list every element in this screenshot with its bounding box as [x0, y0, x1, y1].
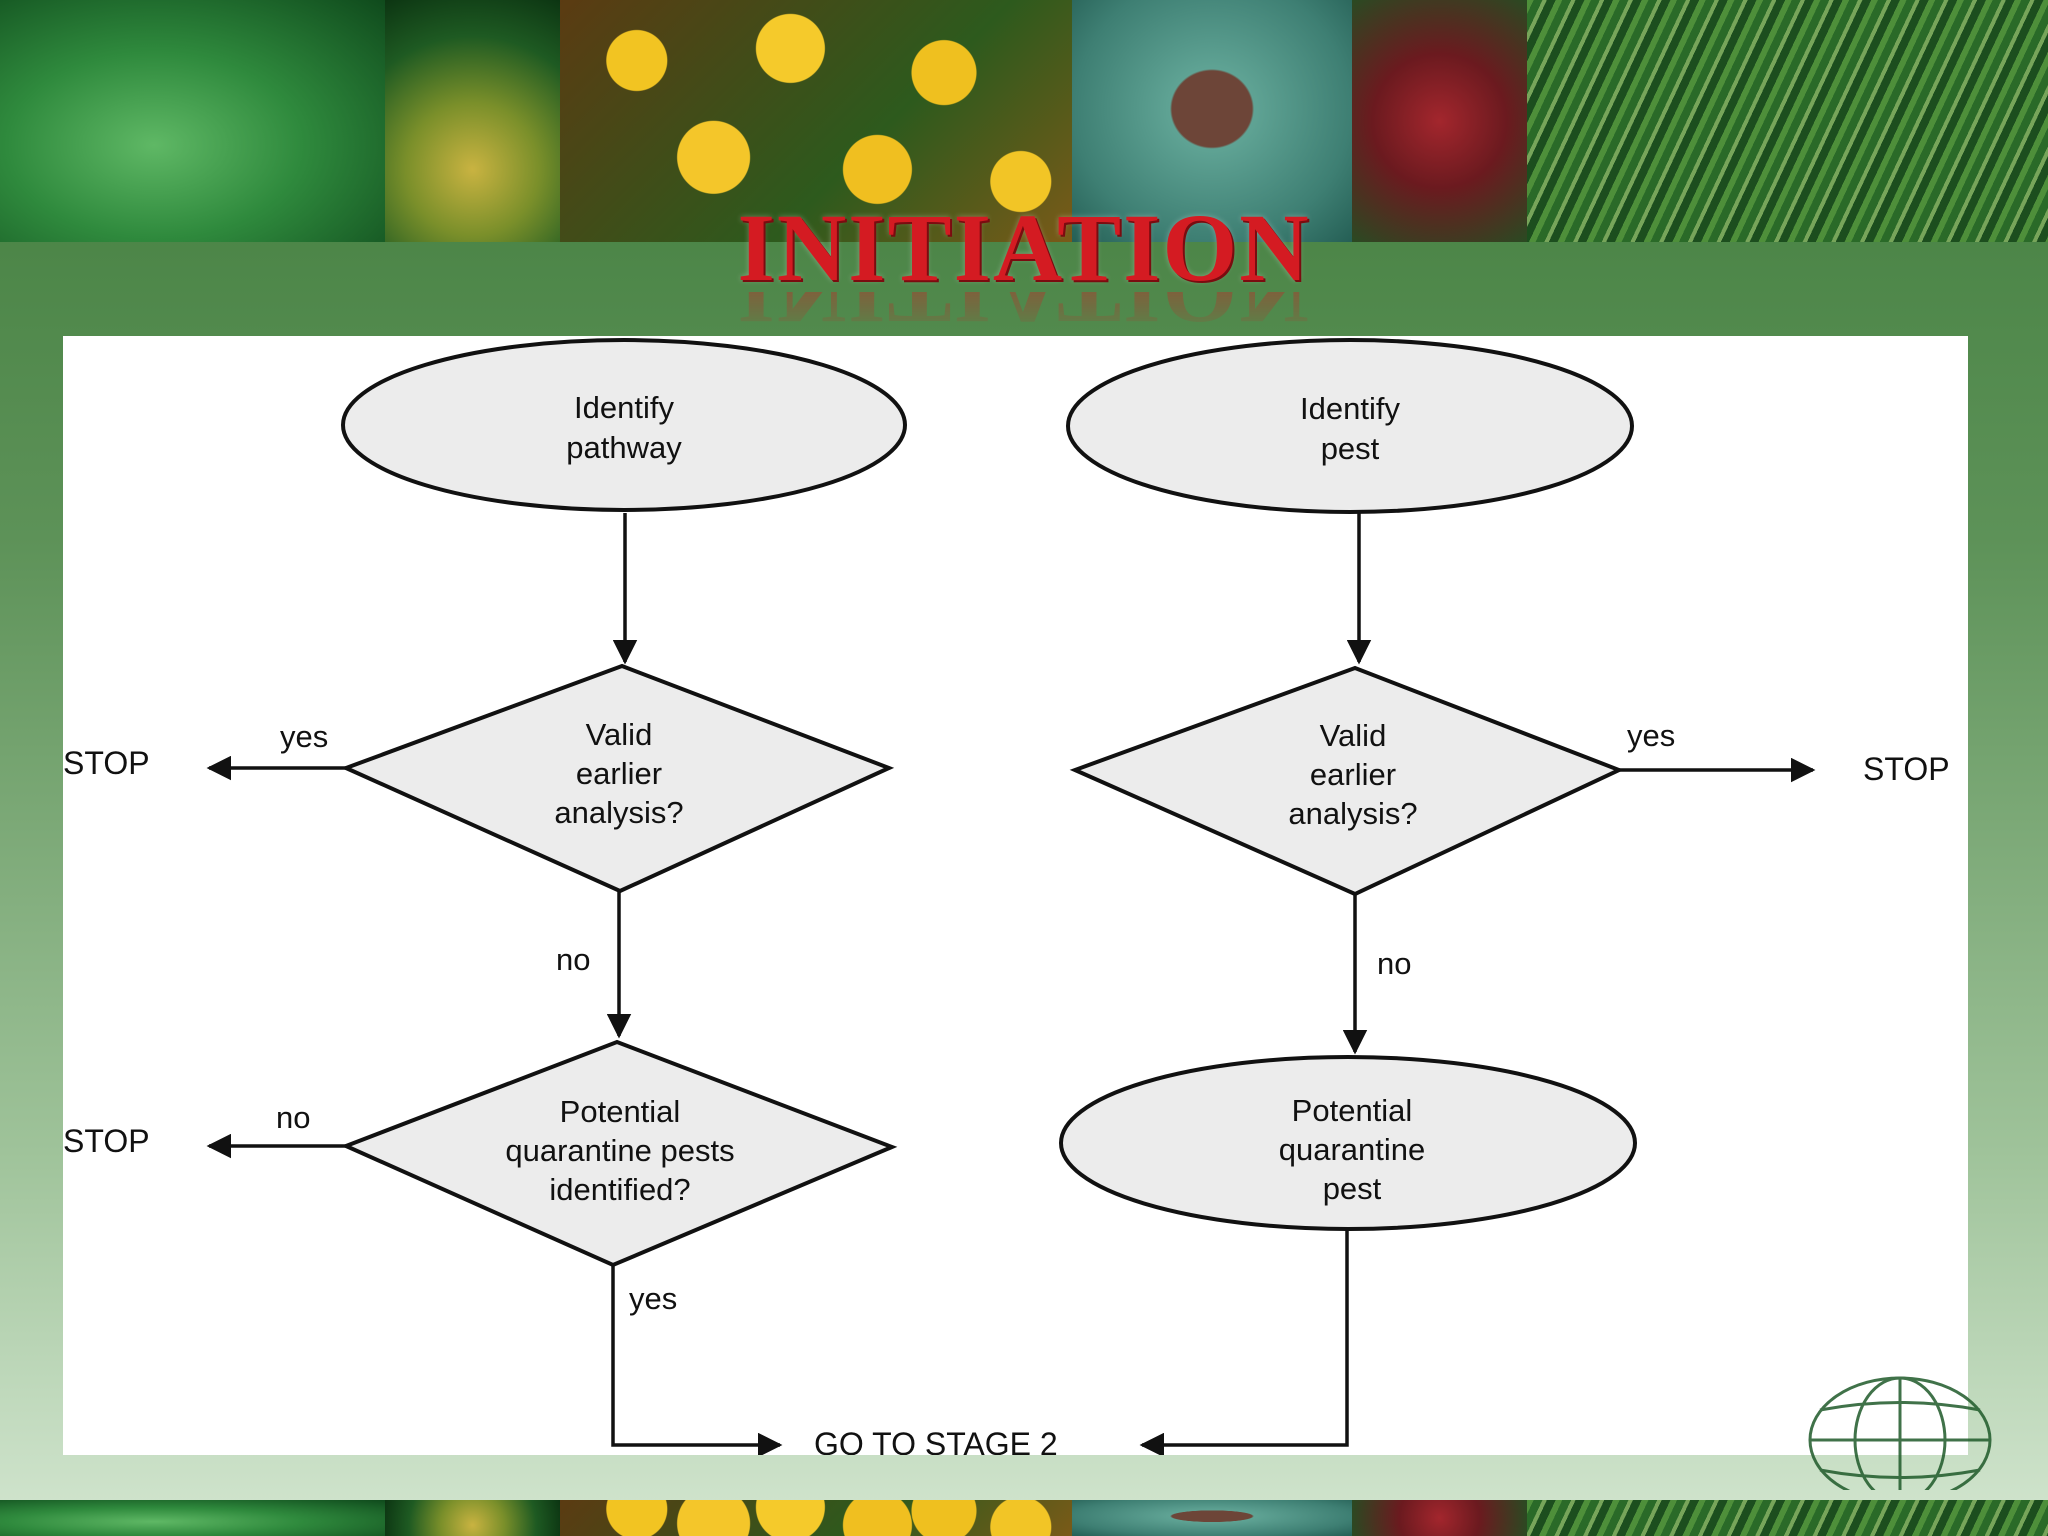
pests-identified-line-3: identified?: [549, 1172, 690, 1207]
pear-photo: [385, 0, 560, 242]
valid-right-line-2: earlier: [1310, 757, 1396, 792]
stop-left-bottom: STOP: [63, 1123, 150, 1159]
flowchart-edges: [206, 513, 1816, 1455]
pear-photo-bottom: [385, 1500, 560, 1536]
top-photo-banner: [0, 0, 2048, 242]
node-valid-earlier-right: Valid earlier analysis?: [1069, 665, 1625, 897]
slide-title: INITIATION: [737, 194, 1311, 301]
bottom-photo-banner: [0, 1500, 2048, 1536]
node-identify-pathway: Identify pathway: [341, 338, 907, 512]
globe-logo-icon: [1808, 1376, 1992, 1490]
label-yes-right: yes: [1627, 718, 1675, 753]
go-to-stage-2: GO TO STAGE 2: [814, 1426, 1058, 1455]
potential-pest-line-3: pest: [1323, 1171, 1382, 1206]
valid-left-line-3: analysis?: [554, 795, 683, 830]
berry-photo: [1352, 0, 1527, 242]
flowchart: Identify pathway Identify pest Valid ear…: [63, 338, 1950, 1455]
node-identify-pest: Identify pest: [1066, 338, 1634, 514]
label-yes-left-down: yes: [629, 1281, 677, 1316]
leaf-photo: [0, 0, 385, 242]
edge-pest-to-stage2: [1139, 1229, 1349, 1455]
pests-identified-line-2: quarantine pests: [505, 1133, 734, 1168]
identify-pest-line-1: Identify: [1300, 391, 1400, 426]
sunflowers-photo: [560, 0, 1072, 242]
node-valid-earlier-left: Valid earlier analysis?: [340, 663, 895, 894]
identify-pathway-line-2: pathway: [566, 430, 682, 465]
rice-photo-bottom: [1527, 1500, 2048, 1536]
label-no-left-stop: no: [276, 1100, 310, 1135]
berry-photo-bottom: [1352, 1500, 1527, 1536]
identify-pathway-line-1: Identify: [574, 390, 674, 425]
stop-left-top: STOP: [63, 745, 150, 781]
flowchart-panel: Identify pathway Identify pest Valid ear…: [63, 336, 1968, 1455]
rice-photo: [1527, 0, 2048, 242]
stop-right: STOP: [1863, 751, 1950, 787]
beetle-photo: [1072, 0, 1352, 242]
valid-left-line-1: Valid: [586, 717, 653, 752]
valid-left-line-2: earlier: [576, 756, 662, 791]
node-potential-pest: Potential quarantine pest: [1059, 1055, 1637, 1231]
potential-pest-line-1: Potential: [1292, 1093, 1413, 1128]
sunflowers-photo-bottom: [560, 1500, 1072, 1536]
slide-title-reflection: INITIATION: [0, 292, 2048, 338]
pests-identified-line-1: Potential: [560, 1094, 681, 1129]
valid-right-line-1: Valid: [1320, 718, 1387, 753]
leaf-photo-bottom: [0, 1500, 385, 1536]
beetle-photo-bottom: [1072, 1500, 1352, 1536]
label-yes-left: yes: [280, 719, 328, 754]
valid-right-line-3: analysis?: [1288, 796, 1417, 831]
node-pests-identified: Potential quarantine pests identified?: [340, 1039, 898, 1268]
label-no-right-down: no: [1377, 946, 1411, 981]
identify-pest-line-2: pest: [1321, 431, 1380, 466]
edge-pests-to-stage2: [611, 1265, 783, 1455]
potential-pest-line-2: quarantine: [1279, 1132, 1426, 1167]
label-no-left-down: no: [556, 942, 590, 977]
